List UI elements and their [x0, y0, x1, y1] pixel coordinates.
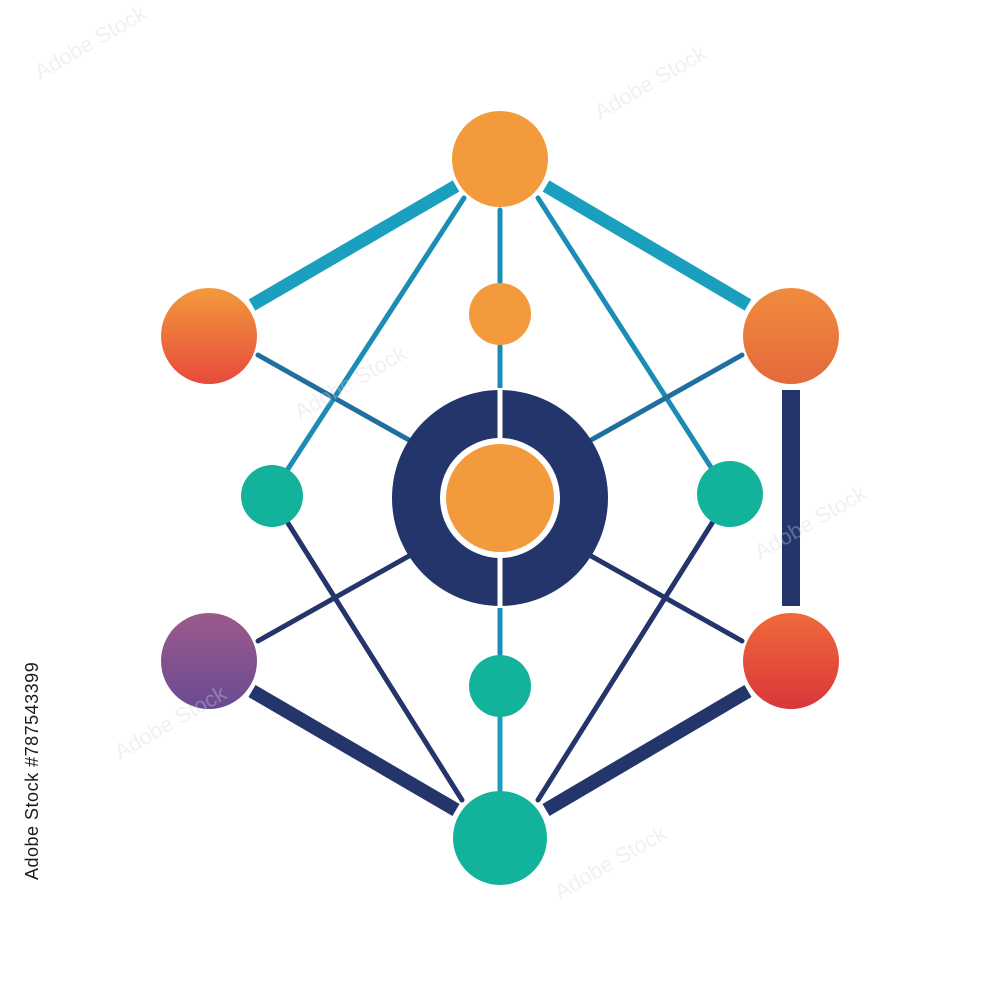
svg-text:Adobe Stock: Adobe Stock — [110, 680, 231, 765]
edge-top-left — [248, 180, 460, 311]
svg-text:Adobe Stock: Adobe Stock — [590, 40, 711, 125]
network-nodes — [161, 111, 839, 885]
line-top-to-right-mid — [535, 195, 717, 475]
svg-text:Adobe Stock: Adobe Stock — [550, 820, 671, 905]
stock-image-id-label: Adobe Stock #787543399 — [22, 662, 43, 880]
svg-text:Adobe Stock: Adobe Stock — [30, 0, 151, 84]
node-top-left — [161, 288, 257, 384]
node-bottom-right — [743, 613, 839, 709]
line-right-mid-to-bottom — [535, 517, 717, 803]
node-bottom — [453, 791, 547, 885]
node-mid-right — [697, 461, 763, 527]
central-hub — [392, 388, 608, 608]
line-left-mid-to-bottom — [283, 517, 465, 803]
edge-top-right — [542, 180, 752, 311]
node-bottom-left — [161, 613, 257, 709]
hexagon-edges — [200, 180, 800, 817]
node-inner-bottom — [469, 655, 531, 717]
edge-bottom-left — [248, 684, 460, 817]
line-top-to-left-mid — [283, 195, 467, 475]
node-mid-left — [241, 465, 303, 527]
watermark-id: #787543399 — [22, 661, 42, 767]
edge-bottom-right — [542, 684, 752, 817]
node-top-right — [743, 288, 839, 384]
watermark-brand: Adobe Stock — [22, 772, 42, 880]
svg-text:Adobe Stock: Adobe Stock — [750, 480, 871, 565]
node-top — [452, 111, 548, 207]
node-inner-top — [469, 283, 531, 345]
hub-core-node — [446, 444, 554, 552]
